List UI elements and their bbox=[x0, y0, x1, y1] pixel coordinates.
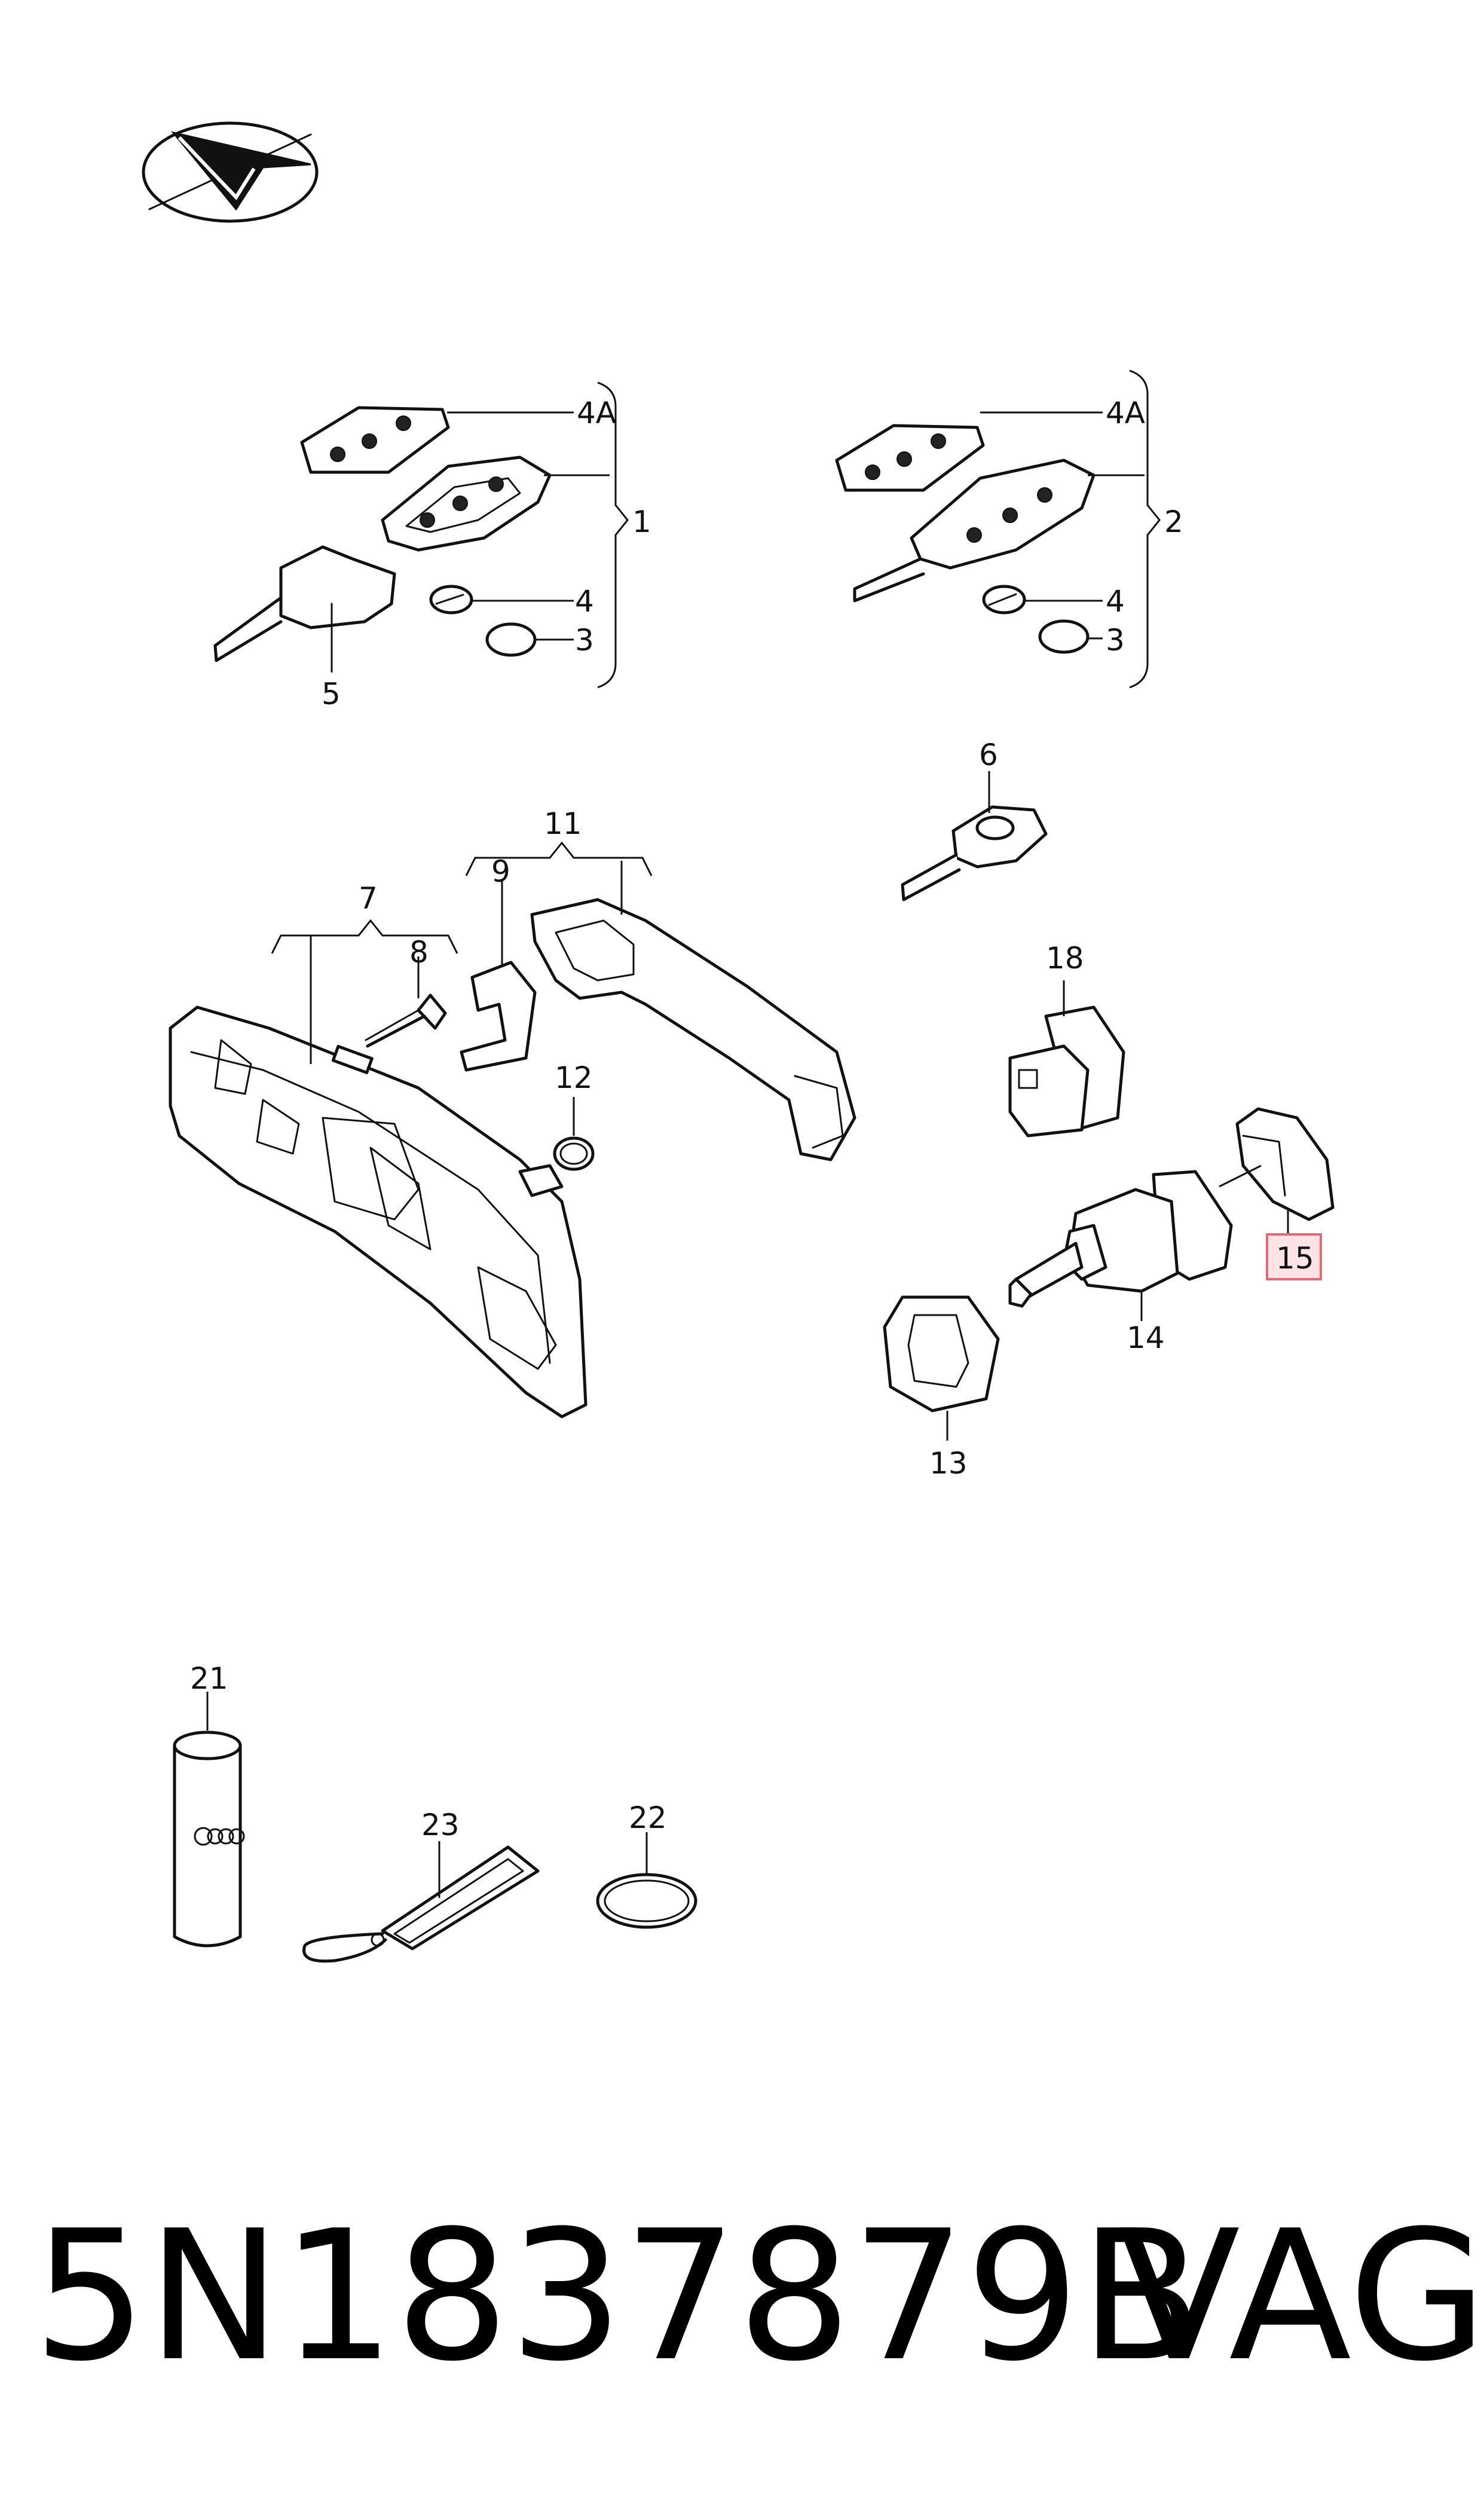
remote-key-set-2 bbox=[835, 369, 1161, 689]
label-23: 23 bbox=[421, 1808, 460, 1842]
label-4A-right: 4A bbox=[1106, 396, 1145, 430]
label-6: 6 bbox=[979, 738, 998, 772]
label-1: 1 bbox=[632, 505, 651, 539]
gasket-13 bbox=[883, 1295, 1000, 1441]
callout-labels: 4A 1 4 3 5 4A 2 4 3 6 11 9 7 8 18 12 15 … bbox=[190, 396, 1314, 1842]
label-18: 18 bbox=[1046, 941, 1084, 976]
handle-carrier-7 bbox=[169, 919, 588, 1419]
label-13: 13 bbox=[929, 1446, 968, 1481]
o-ring-12 bbox=[553, 1097, 595, 1171]
ring-22 bbox=[596, 1832, 697, 1929]
lock-cylinder-14 bbox=[1008, 1170, 1233, 1321]
label-4-right: 4 bbox=[1106, 584, 1125, 619]
end-cap-15 bbox=[1219, 1107, 1335, 1234]
grease-tube-21 bbox=[173, 1692, 245, 1948]
label-11: 11 bbox=[544, 806, 582, 841]
label-5: 5 bbox=[322, 677, 341, 711]
sensor-housing-18 bbox=[1008, 980, 1125, 1138]
key-blade-6 bbox=[901, 771, 1048, 901]
label-2: 2 bbox=[1164, 505, 1183, 539]
label-9: 9 bbox=[491, 854, 510, 889]
cable-tie-23 bbox=[302, 1841, 540, 1963]
label-3-left: 3 bbox=[575, 623, 594, 658]
label-21: 21 bbox=[190, 1661, 228, 1696]
label-15: 15 bbox=[1276, 1241, 1314, 1276]
label-4A-left: 4A bbox=[577, 396, 616, 430]
part-number: 5N1837879B bbox=[33, 2192, 1203, 2401]
label-8: 8 bbox=[409, 935, 429, 970]
brand-name: VAG bbox=[1118, 2192, 1484, 2401]
label-4-left: 4 bbox=[575, 584, 594, 619]
door-handle-11 bbox=[465, 841, 856, 1161]
label-12: 12 bbox=[555, 1060, 593, 1095]
remote-key-set-1 bbox=[213, 381, 629, 689]
clip-9 bbox=[460, 879, 537, 1072]
label-14: 14 bbox=[1127, 1320, 1165, 1355]
label-7: 7 bbox=[359, 881, 378, 916]
screw-8 bbox=[365, 956, 447, 1048]
label-3-right: 3 bbox=[1106, 623, 1125, 658]
orientation-logo bbox=[142, 121, 319, 223]
label-22: 22 bbox=[629, 1800, 667, 1835]
highlight-box-15 bbox=[1266, 1233, 1322, 1280]
